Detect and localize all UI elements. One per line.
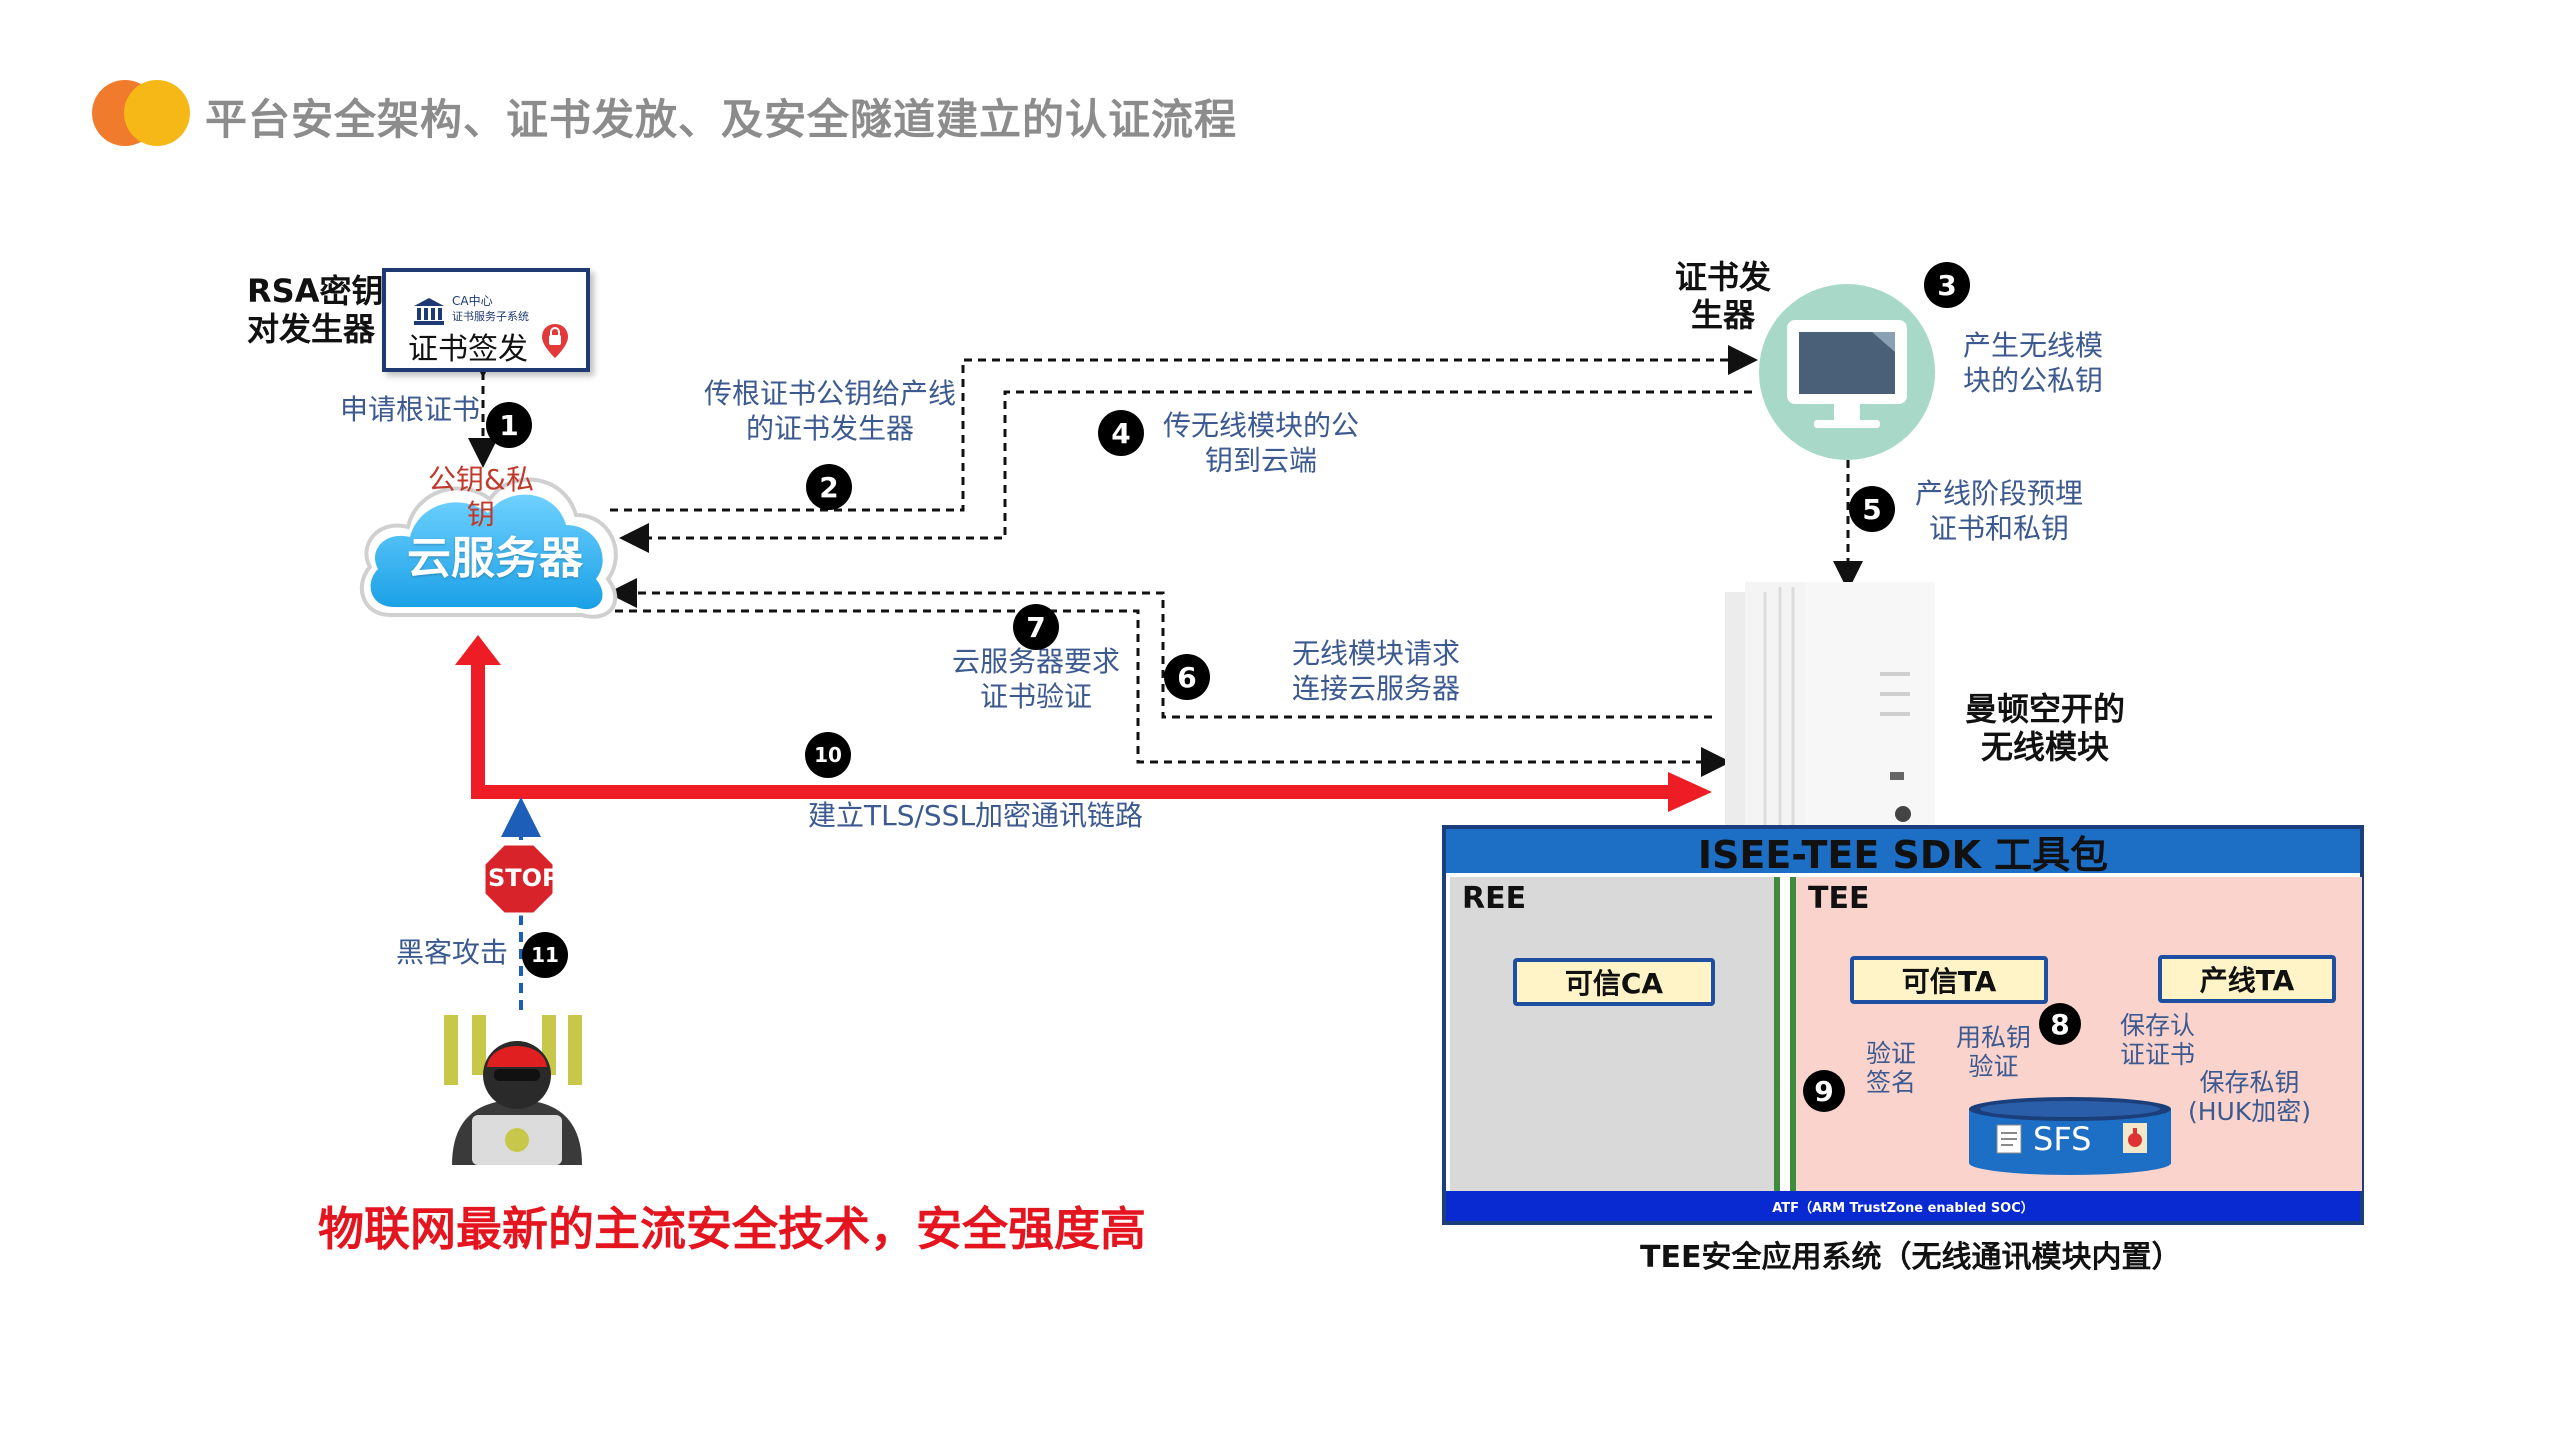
stop-sign-text: STOP [488, 864, 560, 892]
router-device-icon [1705, 582, 1955, 836]
atf-bar: ATF（ARM TrustZone enabled SOC） [1446, 1191, 2360, 1221]
priv-verify-label: 用私钥 验证 [1956, 1023, 2031, 1081]
cert-issuer-line2: 生器 [1691, 296, 1756, 334]
step4-label: 传无线模块的公 钥到云端 [1163, 408, 1359, 478]
lock-pin-icon [540, 322, 570, 364]
step-badge-5: 5 [1849, 486, 1895, 532]
step6-label: 无线模块请求 连接云服务器 [1292, 636, 1460, 706]
gen-keys-line2: 块的公私钥 [1963, 364, 2104, 397]
module-line2: 无线模块 [1981, 728, 2110, 766]
ree-area [1450, 877, 1780, 1191]
save-cert-line1: 保存认 [2120, 1011, 2196, 1040]
step-badge-2: 2 [806, 464, 852, 510]
tee-system-caption: TEE安全应用系统（无线通讯模块内置） [1640, 1240, 2182, 1275]
step-badge-1: 1 [486, 402, 532, 448]
line-ta-box: 产线TA [2158, 955, 2336, 1003]
cloud-icon [350, 455, 630, 629]
preload-cert-label: 产线阶段预埋 证书和私钥 [1915, 476, 2083, 546]
ca-issuing-box: CA中心 证书服务子系统 证书签发 [382, 268, 590, 372]
step-badge-10: 10 [805, 732, 851, 778]
step-badge-6: 6 [1164, 654, 1210, 700]
document-icon [1996, 1124, 2022, 1158]
logo-dot-icon [124, 80, 190, 146]
step2-line2: 的证书发生器 [746, 412, 915, 445]
step-badge-4: 4 [1098, 410, 1144, 456]
ca-subsystem-text: 证书服务子系统 [452, 310, 529, 323]
rsa-label-line1: RSA密钥 [247, 272, 384, 310]
page-title: 平台安全架构、证书发放、及安全隧道建立的认证流程 [205, 95, 1238, 144]
hacker-attack-label: 黑客攻击 [396, 936, 509, 969]
save-cert-line2: 证证书 [2120, 1040, 2196, 1069]
step6-line1: 无线模块请求 [1292, 637, 1461, 670]
cert-issuer-line1: 证书发 [1675, 258, 1772, 296]
trusted-ta-box: 可信TA [1850, 956, 2048, 1004]
gen-keys-label: 产生无线模 块的公私钥 [1963, 328, 2103, 398]
step-badge-7: 7 [1013, 604, 1059, 650]
monitor-icon [1752, 282, 1942, 466]
cert-issuer-label: 证书发 生器 [1675, 258, 1771, 334]
ca-issue-text: 证书签发 [408, 332, 528, 367]
cloud-keys-label: 公钥&私 钥 [428, 462, 534, 532]
tls-link-label: 建立TLS/SSL加密通讯链路 [808, 799, 1144, 832]
step7-line1: 云服务器要求 [952, 645, 1121, 678]
rsa-label: RSA密钥 对发生器 [247, 272, 383, 348]
gen-keys-line1: 产生无线模 [1963, 329, 2104, 362]
bottom-slogan: 物联网最新的主流安全技术，安全强度高 [318, 1202, 1146, 1256]
ree-label: REE [1462, 881, 1527, 916]
cloud-keys-line2: 钥 [466, 498, 495, 531]
priv-verify-line2: 验证 [1968, 1052, 2019, 1081]
rsa-label-line2: 对发生器 [247, 310, 376, 348]
verify-sign-label: 验证 签名 [1866, 1039, 1916, 1097]
preload-line2: 证书和私钥 [1929, 512, 2070, 545]
cloud-keys-line1: 公钥&私 [428, 463, 534, 496]
step2-label: 传根证书公钥给产线 的证书发生器 [704, 376, 956, 446]
step-badge-3: 3 [1924, 262, 1970, 308]
step7-label: 云服务器要求 证书验证 [952, 644, 1120, 714]
step7-line2: 证书验证 [980, 680, 1093, 713]
apply-root-cert-label: 申请根证书 [340, 393, 481, 426]
verify-sign-line1: 验证 [1866, 1039, 1917, 1068]
priv-verify-line1: 用私钥 [1956, 1023, 2032, 1052]
step-badge-9: 9 [1803, 1070, 1845, 1112]
sfs-label: SFS [2033, 1120, 2092, 1158]
step-badge-8: 8 [2039, 1003, 2081, 1045]
save-key-line1: 保存私钥 [2199, 1068, 2300, 1097]
trusted-ca-box: 可信CA [1513, 958, 1715, 1006]
ca-center-text: CA中心 [452, 294, 493, 308]
step2-line1: 传根证书公钥给产线 [704, 377, 957, 410]
preload-line1: 产线阶段预埋 [1915, 477, 2084, 510]
step4-line2: 钥到云端 [1205, 444, 1318, 477]
step4-line1: 传无线模块的公 [1163, 409, 1360, 442]
save-key-line2: (HUK加密) [2188, 1097, 2311, 1126]
step6-line2: 连接云服务器 [1292, 672, 1461, 705]
hacker-icon [432, 1015, 602, 1169]
sdk-panel: ISEE-TEE SDK 工具包 REE TEE ATF（ARM TrustZo… [1442, 825, 2364, 1225]
stop-sign-icon [482, 842, 556, 920]
save-key-label: 保存私钥 (HUK加密) [2188, 1068, 2311, 1126]
key-lock-icon [2122, 1122, 2148, 1158]
step-badge-11: 11 [522, 932, 568, 978]
verify-sign-line2: 签名 [1866, 1068, 1917, 1097]
module-line1: 曼顿空开的 [1965, 690, 2126, 728]
bank-icon [412, 296, 446, 330]
tee-label: TEE [1808, 881, 1870, 916]
save-cert-label: 保存认 证证书 [2120, 1011, 2195, 1069]
sdk-title: ISEE-TEE SDK 工具包 [1446, 829, 2360, 877]
cloud-server-label: 云服务器 [407, 533, 583, 584]
module-label: 曼顿空开的 无线模块 [1965, 690, 2125, 766]
